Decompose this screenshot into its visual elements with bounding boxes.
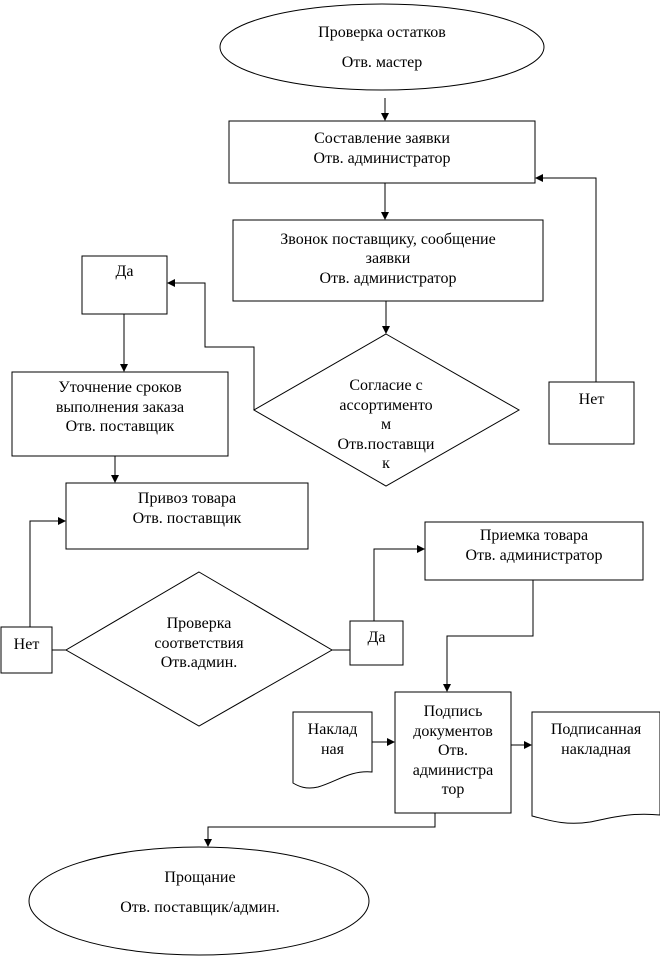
arrow-no-to-delivery bbox=[29, 517, 66, 627]
delivery-node: Привоз товара Отв. поставщик bbox=[66, 489, 308, 545]
receive-owner: Отв. администратор bbox=[465, 546, 603, 564]
sign-node: Подпись документов Отв. администра тор bbox=[395, 702, 511, 810]
agreement-node: Согласие с ассортименто м Отв.поставщи к bbox=[300, 376, 472, 484]
call-owner: Отв. администратор bbox=[319, 269, 457, 287]
signed-node: Подписанная накладная bbox=[532, 720, 660, 770]
no-left-node: Нет bbox=[1, 635, 52, 669]
terms-node: Уточнение сроков выполнения заказа Отв. … bbox=[12, 378, 228, 454]
agreement-line2: ассортименто bbox=[339, 396, 433, 414]
start-oval-shape bbox=[219, 3, 545, 91]
yes-mid-label: Да bbox=[367, 629, 386, 646]
sign-line4: администра bbox=[412, 761, 494, 779]
invoice-line2: ная bbox=[320, 740, 345, 758]
arrow-receive-to-sign bbox=[443, 580, 534, 692]
agreement-line4: Отв.поставщи bbox=[337, 435, 435, 453]
end-node: Прощание Отв. поставщик/админ. bbox=[30, 868, 370, 938]
call-title-line2: заявки bbox=[365, 250, 411, 268]
agreement-line5: к bbox=[382, 455, 390, 473]
invoice-line1: Наклад bbox=[307, 721, 358, 738]
receive-title: Приемка товара bbox=[479, 527, 589, 544]
request-owner: Отв. администратор bbox=[313, 150, 451, 167]
yes-top-node: Да bbox=[82, 262, 167, 312]
yes-top-box-shape bbox=[81, 255, 168, 315]
check-line1: Проверка bbox=[166, 615, 232, 632]
delivery-owner: Отв. поставщик bbox=[132, 509, 242, 527]
sign-line3: Отв. bbox=[437, 742, 469, 760]
delivery-box-shape bbox=[65, 482, 309, 550]
sign-line5: тор bbox=[441, 781, 465, 799]
end-owner: Отв. поставщик/админ. bbox=[120, 898, 280, 916]
end-oval-shape bbox=[28, 846, 370, 956]
request-title: Составление заявки bbox=[314, 130, 450, 148]
receive-node: Приемка товара Отв. администратор bbox=[425, 526, 643, 576]
yes-top-label: Да bbox=[115, 263, 134, 280]
no-top-node: Нет bbox=[549, 390, 634, 440]
signed-line2: накладная bbox=[561, 740, 631, 758]
terms-line2: выполнения заказа bbox=[55, 398, 185, 416]
yes-mid-node: Да bbox=[350, 628, 403, 662]
terms-line1: Уточнение сроков bbox=[58, 379, 182, 396]
agreement-line1: Согласие с bbox=[349, 377, 423, 394]
call-node: Звонок поставщику, сообщение заявки Отв.… bbox=[233, 220, 543, 298]
receive-box-shape bbox=[424, 521, 644, 581]
agreement-line3: м bbox=[380, 416, 392, 434]
arrow-yes-to-receive bbox=[373, 545, 425, 621]
start-title: Проверка остатков bbox=[318, 24, 446, 42]
end-title: Прощание bbox=[164, 869, 236, 886]
check-owner: Отв.админ. bbox=[160, 654, 238, 672]
request-node: Составление заявки Отв. администратор bbox=[229, 121, 535, 177]
yes-mid-box-shape bbox=[349, 620, 404, 666]
start-node: Проверка остатков Отв. мастер bbox=[220, 8, 544, 88]
invoice-node: Наклад ная bbox=[293, 720, 372, 770]
signed-document-shape bbox=[531, 711, 660, 824]
signed-line1: Подписанная bbox=[550, 721, 642, 738]
arrow-agreement-to-yes bbox=[167, 279, 255, 410]
no-left-label: Нет bbox=[13, 636, 40, 653]
check-line2: соответствия bbox=[154, 634, 244, 652]
arrow-no-to-request bbox=[535, 174, 597, 382]
terms-owner: Отв. поставщик bbox=[65, 418, 175, 436]
sign-line1: Подпись bbox=[423, 703, 483, 720]
sign-box-shape bbox=[394, 691, 512, 814]
no-top-box-shape bbox=[548, 381, 635, 445]
call-title-line1: Звонок поставщику, сообщение bbox=[280, 230, 496, 248]
delivery-title: Привоз товара bbox=[137, 490, 237, 507]
invoice-document-shape bbox=[292, 711, 373, 789]
call-box-shape bbox=[232, 219, 544, 302]
start-owner: Отв. мастер bbox=[341, 54, 423, 71]
arrow-sign-to-end bbox=[204, 813, 436, 847]
check-node: Проверка соответствия Отв.админ. bbox=[110, 614, 288, 684]
sign-line2: документов bbox=[413, 722, 493, 740]
no-top-label: Нет bbox=[578, 391, 605, 408]
check-diamond-shape bbox=[65, 571, 333, 727]
agreement-diamond-shape bbox=[252, 333, 521, 487]
terms-box-shape bbox=[11, 371, 229, 457]
request-box-shape bbox=[228, 120, 536, 184]
